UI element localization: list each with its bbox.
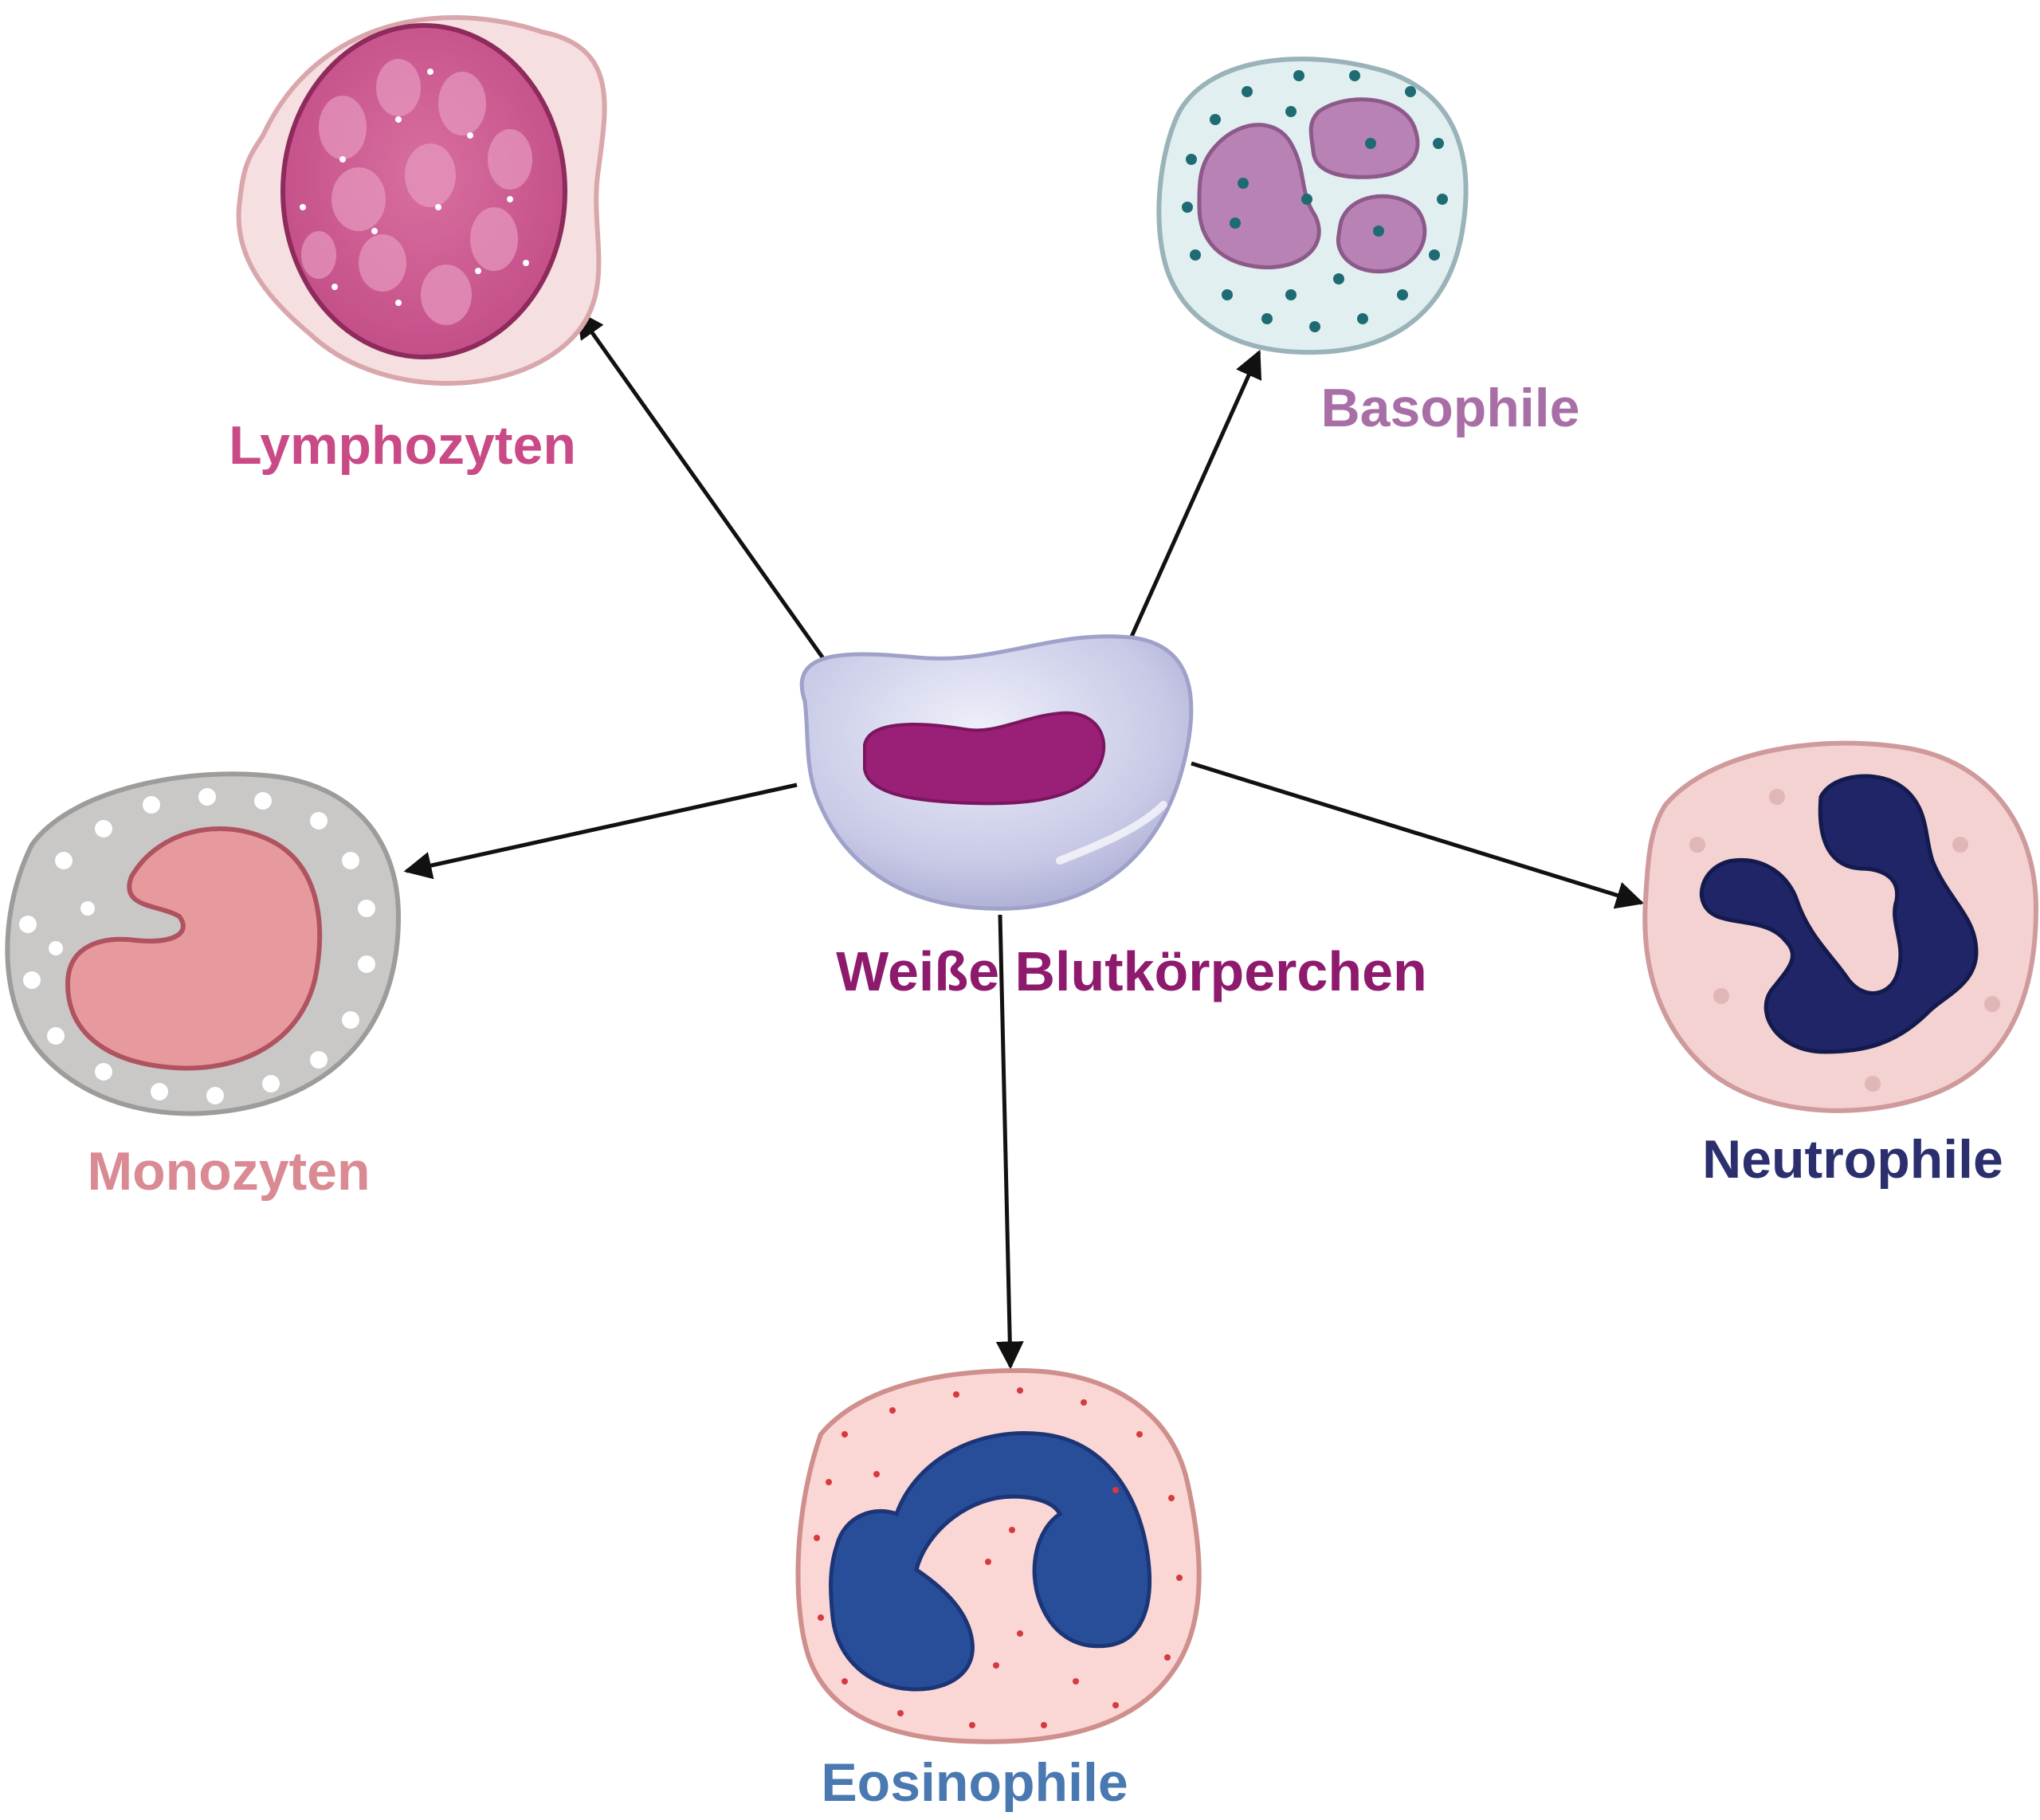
neutrophile-nucleus [1699,774,1979,1054]
label-lymphozyten: Lymphozyten [229,415,576,476]
center-nucleus [863,711,1106,806]
label-eosinophile: Eosinophile [821,1752,1128,1813]
label-neutrophile: Neutrophile [1702,1129,2003,1190]
arrows [403,310,1645,1370]
neutrophile-cell [1642,740,2039,1113]
arrow-to-neutrophile [1191,761,1645,909]
center-cell [799,634,1194,911]
label-monozyten: Monozyten [87,1141,370,1202]
arrow-to-monozyten [403,783,798,880]
lymphozyten-cell [236,15,607,386]
basophile-cell [1156,57,1469,355]
eosinophile-nucleus [829,1431,1152,1692]
monozyten-nucleus [65,826,323,1071]
basophile-nucleus-2 [1308,97,1420,179]
monozyten-cell [5,771,402,1116]
label-basophile: Basophile [1321,378,1580,438]
arrow-to-eosinophile [995,914,1024,1370]
eosinophile-cell [795,1367,1202,1744]
basophile-nucleus-1 [1197,123,1321,270]
arrow-to-basophile [1125,349,1262,647]
label-center: Weiße Blutkörperchen [836,940,1427,1002]
arrow-to-lymphozyten [575,310,831,668]
